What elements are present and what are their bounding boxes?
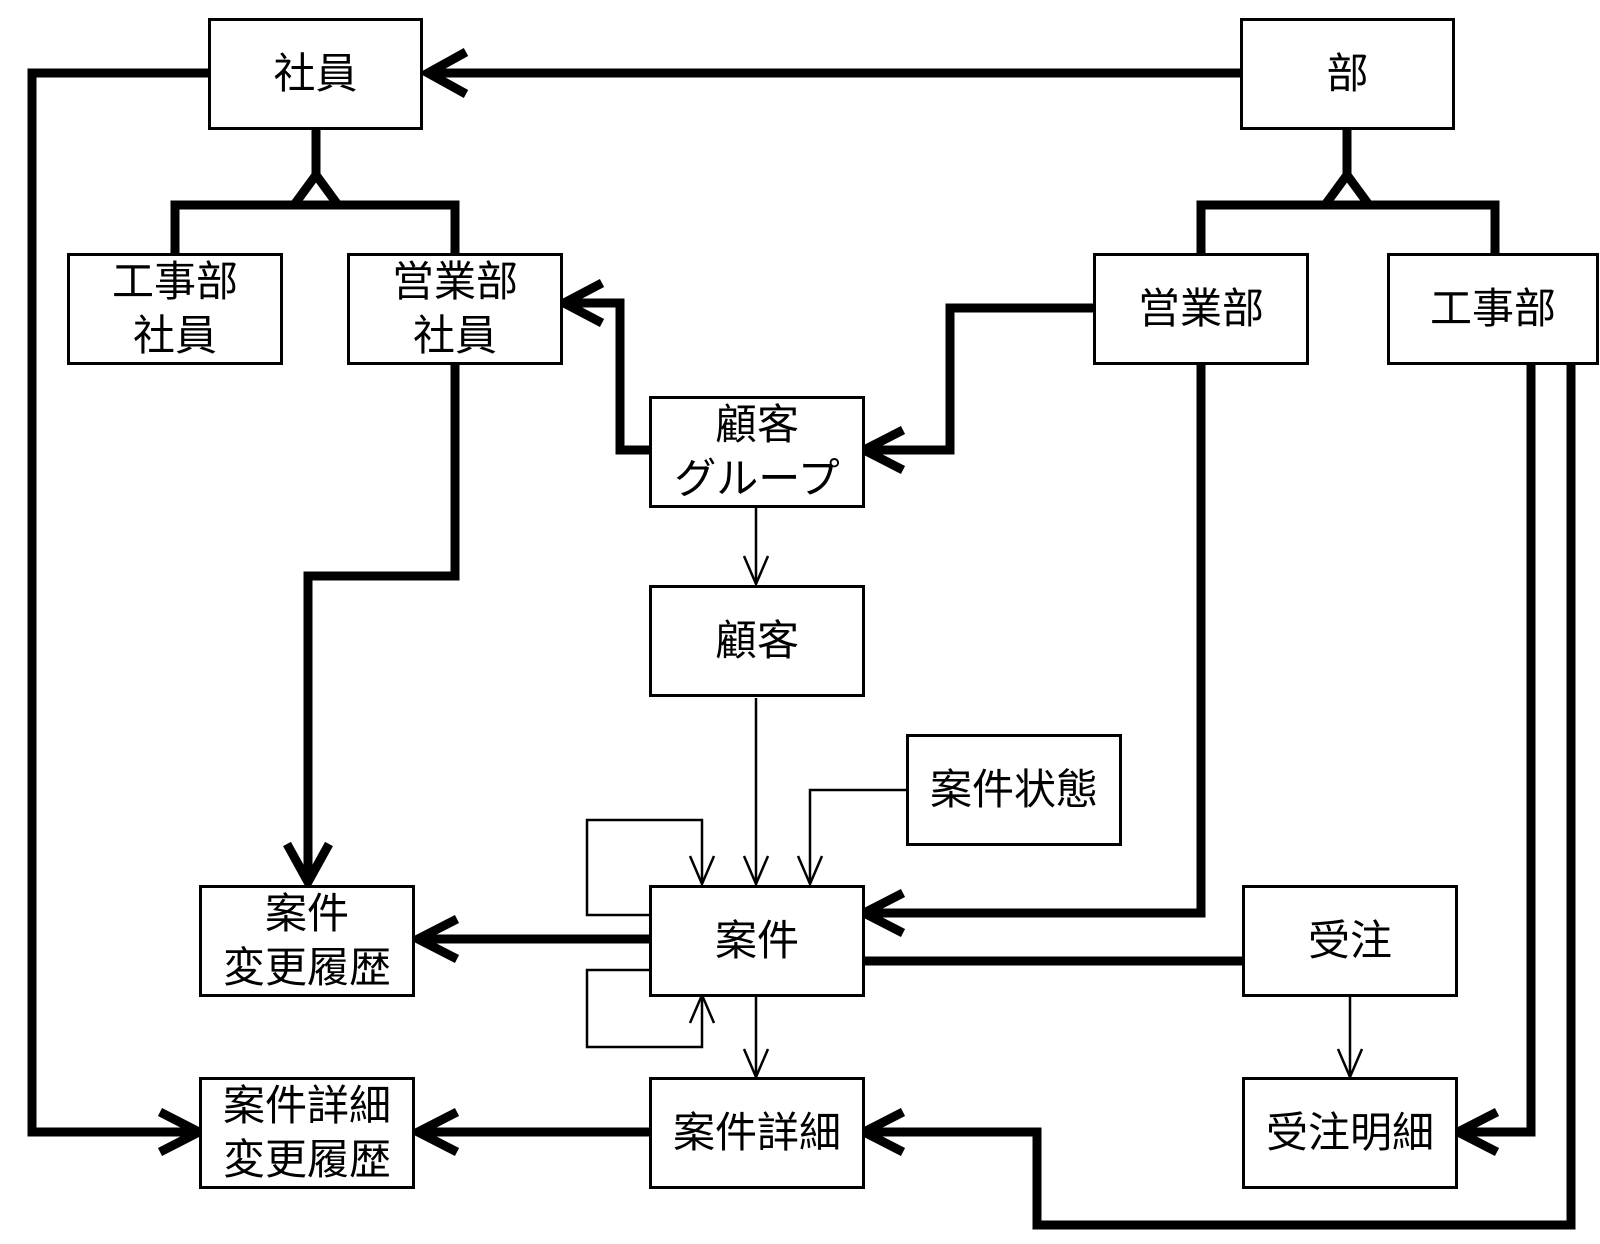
entity-kokyaku: 顧客 bbox=[649, 585, 865, 697]
subtype-fork-shain bbox=[290, 167, 342, 208]
arrowhead-anken-jotai-anken bbox=[796, 855, 824, 888]
entity-kojibu: 工事部 bbox=[1387, 253, 1599, 365]
line-kojibu-anken-shosai bbox=[864, 363, 1576, 1230]
entity-label: 顧客 bbox=[714, 616, 799, 665]
entity-anken-jotai: 案件状態 bbox=[906, 734, 1122, 846]
entity-bu: 部 bbox=[1240, 18, 1455, 130]
arrowhead-anken-self-top bbox=[688, 855, 716, 888]
subtype-branches-shain bbox=[170, 200, 460, 253]
arrowhead-anken-anken-henko bbox=[408, 914, 460, 964]
entity-juchu: 受注 bbox=[1242, 885, 1458, 997]
entity-anken-henko: 案件 変更履歴 bbox=[199, 885, 415, 997]
arrowhead-kokyaku-anken bbox=[742, 855, 770, 888]
entity-label: 案件 bbox=[714, 916, 799, 965]
entity-label: 案件詳細 bbox=[672, 1108, 841, 1157]
arrowhead-anken-shosai-anken-shosai-henko bbox=[408, 1107, 460, 1157]
entity-label: 営業部 bbox=[1137, 284, 1264, 333]
entity-eigyobu: 営業部 bbox=[1093, 253, 1309, 365]
line-eigyobu-anken bbox=[864, 363, 1206, 918]
entity-shain: 社員 bbox=[208, 18, 423, 130]
entity-label: 受注明細 bbox=[1265, 1108, 1434, 1157]
entity-anken-shosai-henko: 案件詳細 変更履歴 bbox=[199, 1077, 415, 1189]
entity-label: 案件状態 bbox=[929, 765, 1098, 814]
entity-kojibu-shain: 工事部 社員 bbox=[67, 253, 283, 365]
entity-label: 変更履歴 bbox=[222, 943, 391, 992]
entity-label: 案件詳細 bbox=[222, 1081, 391, 1130]
line-anken-jotai-anken bbox=[808, 788, 906, 884]
arrowhead-bu-shain bbox=[418, 48, 469, 98]
entity-label: 案件 bbox=[264, 889, 349, 938]
arrowhead-kokyaku-group-kokyaku bbox=[742, 555, 770, 588]
entity-juchu-meisai: 受注明細 bbox=[1242, 1077, 1458, 1189]
entity-eigyobu-shain: 営業部 社員 bbox=[347, 253, 563, 365]
entity-label: 工事部 bbox=[111, 257, 238, 306]
entity-label: 変更履歴 bbox=[222, 1135, 391, 1184]
entity-label: 顧客 bbox=[714, 400, 799, 449]
entity-label: 社員 bbox=[273, 49, 358, 98]
line-shain-anken-shosai-henko bbox=[27, 68, 208, 1137]
entity-label: 受注 bbox=[1307, 916, 1392, 965]
subtype-fork-bu bbox=[1321, 167, 1373, 208]
entity-label: 工事部 bbox=[1429, 284, 1556, 333]
entity-anken-shosai: 案件詳細 bbox=[649, 1077, 865, 1189]
line-anken-self-top bbox=[585, 818, 704, 917]
entity-label: 部 bbox=[1326, 49, 1369, 98]
arrowhead-eigyobu-shain-anken-henko bbox=[283, 841, 333, 892]
arrowhead-kokyaku-group-eigyobu-shain bbox=[554, 279, 605, 327]
line-kokyaku-group-eigyobu-shain bbox=[564, 298, 649, 455]
subtype-branches-bu bbox=[1196, 200, 1500, 253]
entity-anken: 案件 bbox=[649, 885, 865, 997]
line-anken-self-bottom bbox=[585, 968, 704, 1049]
line-eigyobu-shain-anken-henko bbox=[303, 363, 460, 882]
entity-label: 社員 bbox=[132, 311, 217, 360]
entity-kokyaku-group: 顧客 グループ bbox=[649, 396, 865, 508]
arrowhead-kojibu-juchu-meisai bbox=[1448, 1107, 1500, 1157]
entity-label: 営業部 bbox=[391, 257, 518, 306]
entity-label: 社員 bbox=[412, 311, 497, 360]
entity-label: グループ bbox=[674, 454, 840, 503]
line-kojibu-juchu-meisai bbox=[1458, 363, 1536, 1137]
line-eigyobu-kokyaku-group bbox=[864, 303, 1093, 455]
